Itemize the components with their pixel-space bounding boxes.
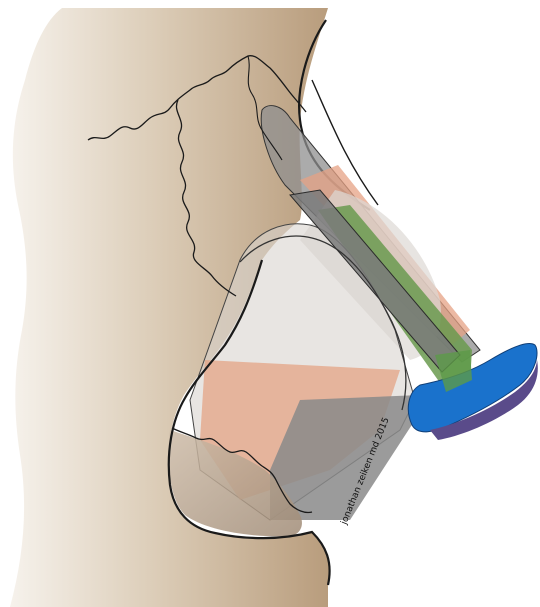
nasal-anatomy-illustration: jonathan zeiken md 2015 bbox=[0, 0, 540, 607]
illustration-canvas: jonathan zeiken md 2015 bbox=[0, 0, 540, 607]
